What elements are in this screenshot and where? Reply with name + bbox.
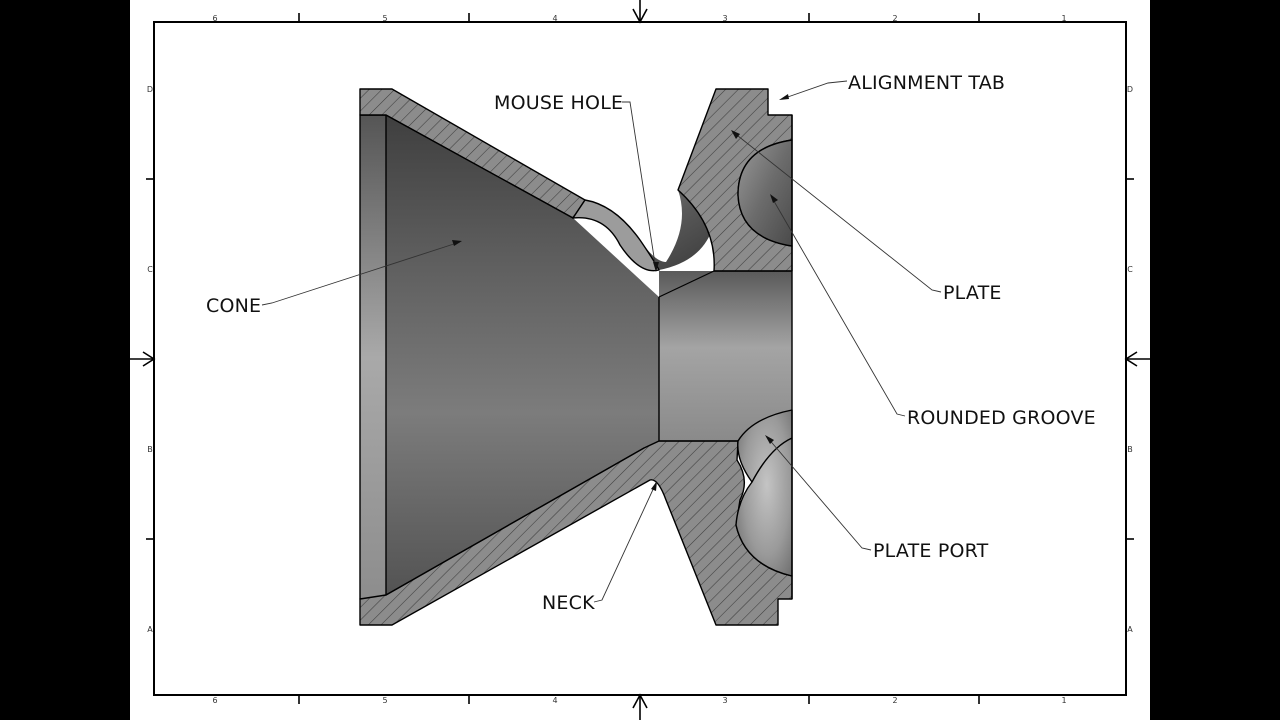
- leader-cone: [261, 241, 461, 306]
- zone-labels: 6 5 4 3 2 1 6 5 4 3 2 1 D C B A D C B A: [147, 14, 1133, 705]
- arrow-cone: [452, 240, 462, 246]
- zone-col-top-5: 2: [892, 14, 897, 23]
- label-mouse-hole: MOUSE HOLE: [494, 92, 623, 114]
- leader-alignment-tab: [781, 80, 848, 100]
- bore-surface: [659, 271, 792, 441]
- bore-top-edge: [658, 270, 715, 298]
- plate-port-inner-arc: [751, 437, 793, 483]
- zone-row-right-2: C: [1127, 265, 1133, 274]
- label-rounded-groove: ROUNDED GROOVE: [907, 407, 1096, 429]
- rounded-groove-surface: [737, 139, 793, 247]
- label-plate-port: PLATE PORT: [873, 540, 989, 562]
- label-cone: CONE: [206, 295, 261, 317]
- centering-marks: [130, 0, 1150, 720]
- rim-face: [359, 114, 387, 600]
- zone-col-top-3: 4: [552, 14, 557, 23]
- callout-labels: ALIGNMENT TAB MOUSE HOLE CONE PLATE ROUN…: [206, 72, 1096, 614]
- leader-plate-port: [766, 436, 872, 551]
- zone-col-top-4: 3: [722, 14, 727, 23]
- arrow-rounded-groove: [770, 194, 778, 203]
- part-section-view: [359, 88, 793, 626]
- mouse-hole-lip: [572, 199, 660, 272]
- zone-col-top-6: 1: [1061, 14, 1066, 23]
- cone-upper-edge: [385, 114, 574, 219]
- cone-lower-edge: [385, 447, 645, 596]
- arrow-plate: [731, 130, 740, 139]
- plate-port-surface: [735, 409, 793, 577]
- mouse-hole-face: [585, 190, 712, 271]
- zone-col-bottom-4: 3: [722, 696, 727, 705]
- zone-col-top-1: 6: [212, 14, 217, 23]
- arrow-neck: [651, 481, 657, 491]
- arrow-plate-port: [765, 435, 774, 444]
- leader-neck: [593, 482, 657, 603]
- zone-col-bottom-2: 5: [382, 696, 387, 705]
- zone-ticks: [146, 13, 1134, 704]
- zone-col-bottom-1: 6: [212, 696, 217, 705]
- label-plate: PLATE: [943, 282, 1002, 304]
- zone-col-top-2: 5: [382, 14, 387, 23]
- zone-col-bottom-5: 2: [892, 696, 897, 705]
- zone-row-right-3: B: [1127, 445, 1133, 454]
- label-alignment-tab: ALIGNMENT TAB: [848, 72, 1005, 94]
- leader-lines: [261, 80, 942, 603]
- leader-plate: [732, 131, 942, 293]
- leader-mouse-hole: [622, 101, 657, 271]
- cone-inner-surface: [386, 115, 659, 595]
- zone-col-bottom-3: 4: [552, 696, 557, 705]
- zone-col-bottom-6: 1: [1061, 696, 1066, 705]
- zone-row-left-2: C: [147, 265, 153, 274]
- arrow-alignment-tab: [779, 94, 789, 100]
- zone-row-left-1: D: [147, 85, 153, 94]
- zone-row-left-4: A: [147, 625, 153, 634]
- label-neck: NECK: [542, 592, 595, 614]
- zone-row-left-3: B: [147, 445, 153, 454]
- zone-row-right-4: A: [1127, 625, 1133, 634]
- leader-rounded-groove: [770, 195, 906, 417]
- zone-row-right-1: D: [1127, 85, 1133, 94]
- arrow-mouse-hole: [653, 262, 659, 272]
